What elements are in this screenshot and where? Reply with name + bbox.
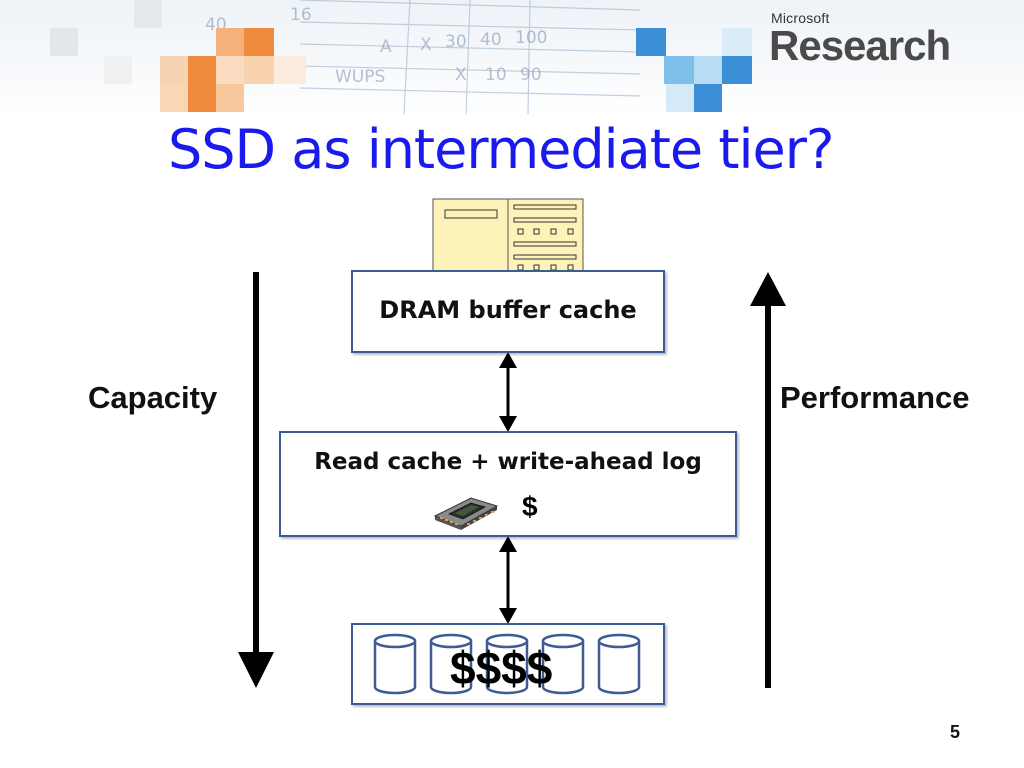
dram-ssd-double-arrow — [499, 352, 517, 432]
ssd-tier-label: Read cache + write-ahead log — [314, 449, 702, 475]
capacity-arrow — [238, 272, 274, 688]
svg-text:10: 10 — [485, 65, 507, 85]
logo-research: Research — [769, 22, 951, 69]
disk-icon — [429, 633, 473, 695]
ssd-disk-double-arrow — [499, 536, 517, 624]
disk-icon — [597, 633, 641, 695]
svg-text:30: 30 — [445, 32, 467, 52]
performance-label: Performance — [780, 380, 970, 415]
dram-buffer-cache-label: DRAM buffer cache — [379, 296, 637, 324]
svg-text:X: X — [420, 35, 432, 55]
disk-icon — [373, 633, 417, 695]
ssd-chip-icon — [433, 497, 499, 530]
svg-text:90: 90 — [520, 65, 542, 85]
page-title: SSD as intermediate tier? — [168, 118, 835, 181]
disk-cylinders — [373, 633, 641, 695]
disk-cost-label: $$$$ — [450, 642, 553, 694]
svg-text:100: 100 — [515, 28, 547, 48]
page-number: 5 — [950, 722, 961, 742]
page-table-icon — [432, 198, 584, 274]
logo-microsoft: Microsoft — [771, 10, 830, 26]
svg-text:16: 16 — [290, 5, 312, 25]
performance-arrow — [750, 272, 786, 688]
ssd-cost-label: $ — [522, 491, 538, 522]
dram-buffer-cache-box: DRAM buffer cache — [351, 270, 665, 353]
disk-icon — [541, 633, 585, 695]
svg-text:A: A — [380, 37, 392, 57]
capacity-label: Capacity — [88, 380, 218, 415]
disk-tier-box: $$$$ — [351, 623, 665, 705]
disk-icon — [485, 633, 529, 695]
svg-text:WUPS: WUPS — [335, 67, 385, 87]
ssd-tier-box: Read cache + write-ahead log $ — [279, 431, 737, 537]
svg-text:X: X — [455, 65, 467, 85]
svg-text:40: 40 — [480, 30, 502, 50]
